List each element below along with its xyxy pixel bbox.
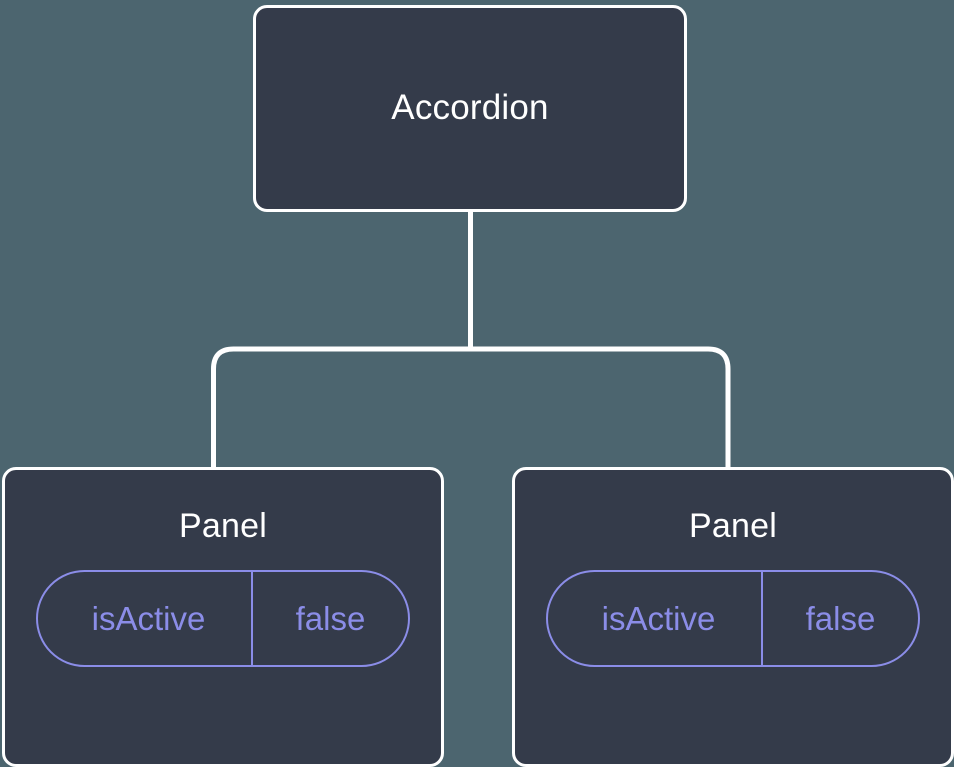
state-badge-panel-2[interactable]: isActive false — [546, 570, 920, 668]
tree-node-panel-1[interactable]: Panel isActive false — [2, 467, 444, 767]
node-label-panel-1: Panel — [179, 507, 267, 545]
tree-node-accordion[interactable]: Accordion — [253, 5, 687, 212]
state-key-label: isActive — [601, 599, 716, 637]
state-value-label: false — [251, 572, 408, 666]
node-label-panel-2: Panel — [689, 507, 777, 545]
component-tree-canvas: Accordion Panel isActive false Panel isA… — [2, 5, 954, 767]
node-label-accordion: Accordion — [391, 88, 549, 128]
state-value-label: false — [761, 572, 918, 666]
state-badge-panel-1[interactable]: isActive false — [36, 570, 410, 668]
tree-node-panel-2[interactable]: Panel isActive false — [512, 467, 954, 767]
connector-bus — [211, 346, 731, 467]
state-key-label: isActive — [91, 599, 206, 637]
